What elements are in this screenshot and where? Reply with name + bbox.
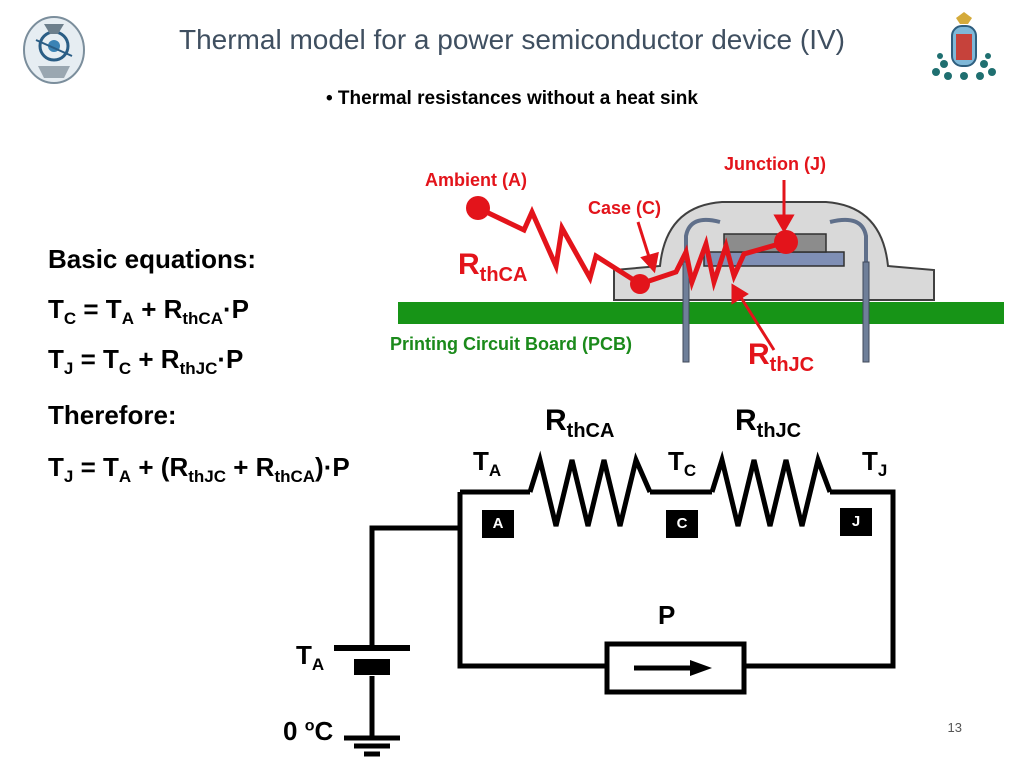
rthca-diagram-label: RthCA <box>458 248 528 286</box>
equation-combined: TJ = TA + (RthJC + RthCA)·P <box>48 452 350 487</box>
ground-symbol <box>344 735 400 757</box>
lead-right <box>862 261 870 363</box>
tj-node-label: TJ <box>862 446 888 481</box>
ta-node-label: TA <box>473 446 502 481</box>
bullet-glyph: • <box>325 88 333 109</box>
case-label: Case (C) <box>588 198 662 218</box>
lead-left <box>682 261 690 363</box>
power-label: P <box>658 600 676 630</box>
rthjc-circuit-label: RthJC <box>735 404 802 442</box>
resistor-rthjc <box>709 450 833 527</box>
ground-temp-label: 0 oC <box>283 716 334 746</box>
battery-ta-label: TA <box>296 640 325 675</box>
resistor-rthca <box>527 450 653 527</box>
power-source-arrow <box>690 660 712 676</box>
equation-junction-temp: TJ = TC + RthJC·P <box>48 344 244 379</box>
battery-plate-short <box>354 659 390 675</box>
therefore-label: Therefore: <box>48 400 177 430</box>
circuit-wires <box>369 450 896 738</box>
page-number: 13 <box>947 720 962 735</box>
bond-wire-left <box>684 217 721 300</box>
slide-title: Thermal model for a power semiconductor … <box>178 24 846 55</box>
case-node <box>630 274 650 294</box>
ambient-node <box>466 196 490 220</box>
bond-wire-right <box>829 217 868 300</box>
pcb-board <box>398 302 1004 324</box>
tc-node-label: TC <box>668 446 697 481</box>
junction-label: Junction (J) <box>724 154 826 174</box>
rthjc-diagram-label: RthJC <box>748 338 815 376</box>
equations-heading: Basic equations: <box>48 244 257 274</box>
university-crest-logo <box>932 12 996 80</box>
slide-subtitle-text: Thermal resistances without a heat sink <box>337 88 698 109</box>
equation-case-temp: TC = TA + RthCA·P <box>48 294 249 329</box>
pcb-label: Printing Circuit Board (PCB) <box>390 334 632 354</box>
slide-subtitle: • Thermal resistances without a heat sin… <box>0 88 1024 110</box>
thermal-path-diagram <box>476 205 787 292</box>
node-c-box: C <box>666 510 698 538</box>
rthca-circuit-label: RthCA <box>545 404 615 442</box>
node-a-box: A <box>482 510 514 538</box>
ambient-label: Ambient (A) <box>425 170 527 190</box>
engineering-school-logo <box>23 16 85 84</box>
junction-node <box>774 230 798 254</box>
node-j-box: J <box>840 508 872 536</box>
